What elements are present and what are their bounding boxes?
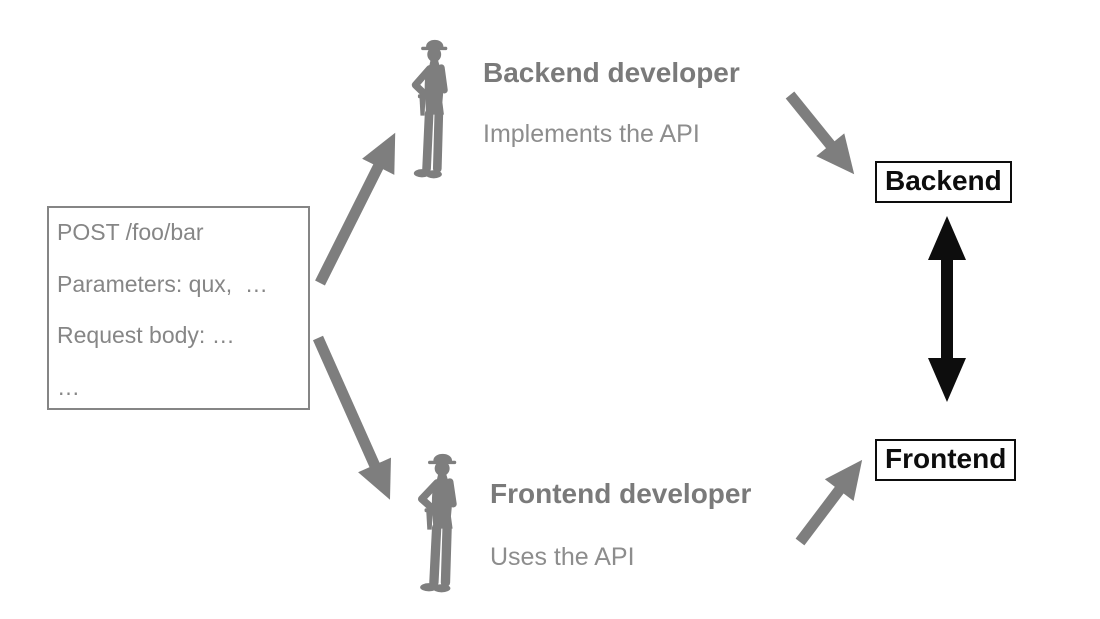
frontend-developer-subtitle: Uses the API bbox=[490, 543, 635, 571]
backend-developer-icon bbox=[414, 40, 448, 178]
frontend-developer-icon bbox=[420, 454, 456, 592]
request-line-method: POST /foo/bar bbox=[57, 219, 204, 245]
arrow-request-to-backend-dev-icon bbox=[315, 132, 396, 286]
request-line-body: Request body: … bbox=[57, 322, 235, 349]
arrow-backend-dev-to-backend-icon bbox=[785, 91, 855, 175]
frontend-node-label: Frontend bbox=[885, 443, 1007, 474]
frontend-developer-title: Frontend developer bbox=[490, 478, 752, 509]
double-arrow-backend-frontend-icon bbox=[928, 216, 966, 402]
frontend-node: Frontend bbox=[875, 439, 1017, 481]
backend-node-label: Backend bbox=[885, 165, 1002, 196]
request-spec-box: POST /foo/bar Parameters: qux, … Request… bbox=[47, 206, 310, 410]
arrow-frontend-dev-to-frontend-icon bbox=[795, 459, 863, 546]
backend-developer-title: Backend developer bbox=[483, 57, 740, 88]
backend-developer-subtitle: Implements the API bbox=[483, 120, 700, 148]
request-line-parameters: Parameters: qux, … bbox=[57, 270, 268, 297]
request-line-ellipsis: … bbox=[57, 373, 80, 400]
arrow-request-to-frontend-dev-icon bbox=[312, 335, 391, 500]
backend-node: Backend bbox=[875, 161, 1012, 203]
